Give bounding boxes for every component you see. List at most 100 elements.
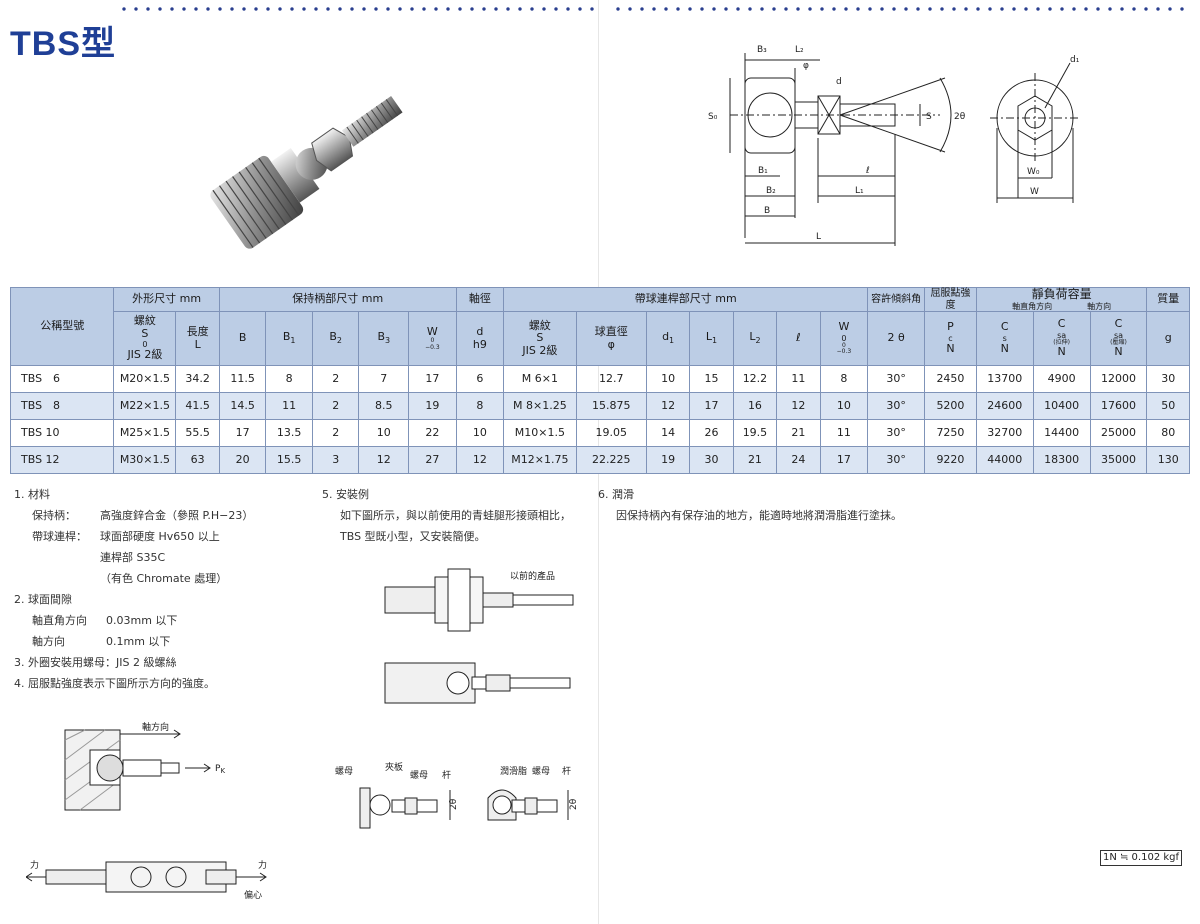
table-cell: 14.5 bbox=[218, 392, 267, 420]
th-group-outer: 外形尺寸 mm bbox=[113, 287, 220, 312]
table-cell: 2 bbox=[311, 365, 360, 393]
table-cell: 3 bbox=[311, 446, 360, 474]
table-cell: 30 bbox=[689, 446, 734, 474]
table-cell: 17 bbox=[689, 392, 734, 420]
table-cell: 11 bbox=[265, 392, 313, 420]
table-cell: 24 bbox=[776, 446, 821, 474]
note-2-title: 2. 球面間隙 bbox=[14, 593, 72, 606]
th-static-radial: 軸直角方向 bbox=[1012, 301, 1053, 311]
table-cell: 11 bbox=[819, 419, 869, 447]
table-cell: 13700 bbox=[975, 365, 1034, 393]
th-group-static: 靜負荷容量 軸直角方向 軸方向 bbox=[975, 287, 1148, 312]
note-5-line2: TBS 型既小型，又安裝簡便。 bbox=[340, 530, 486, 543]
table-cell: 4900 bbox=[1032, 365, 1091, 393]
spec-table: 公稱型號 外形尺寸 mm 保持柄部尺寸 mm 軸徑 帶球連桿部尺寸 mm 容許傾… bbox=[9, 287, 1190, 474]
table-cell: 9220 bbox=[924, 446, 977, 474]
table-cell: 30° bbox=[867, 365, 926, 393]
th-W: W 0 −0.3 bbox=[408, 311, 457, 366]
label-pk: PK bbox=[215, 764, 225, 775]
table-cell: 12 bbox=[645, 392, 691, 420]
table-cell: 12 bbox=[776, 392, 821, 420]
label-clamp: 夾板 bbox=[385, 761, 403, 773]
note-4: 4. 屈服點強度表示下圖所示方向的強度。 bbox=[14, 677, 215, 690]
table-cell: 24600 bbox=[975, 392, 1034, 420]
table-cell: M 6×1 bbox=[503, 365, 577, 393]
cell-model: TBS 12 bbox=[9, 446, 115, 474]
figure-old-product: 以前的產品 bbox=[384, 568, 574, 632]
table-cell: 5200 bbox=[924, 392, 977, 420]
label-nut-2: 螺母 bbox=[410, 770, 428, 781]
table-header-group-row: 公稱型號 外形尺寸 mm 保持柄部尺寸 mm 軸徑 帶球連桿部尺寸 mm 容許傾… bbox=[9, 287, 1190, 366]
cell-model: TBS 10 bbox=[9, 419, 115, 447]
table-cell: 21 bbox=[732, 446, 778, 474]
table-cell: 15.875 bbox=[575, 392, 647, 420]
table-cell: M25×1.5 bbox=[113, 419, 177, 447]
th-B1: B1 bbox=[265, 311, 313, 366]
table-cell: 44000 bbox=[975, 446, 1034, 474]
label-rod-1: 杆 bbox=[442, 769, 451, 781]
table-cell: 30° bbox=[867, 446, 926, 474]
table-cell: 14400 bbox=[1032, 419, 1091, 447]
th-group-rod: 帶球連桿部尺寸 mm bbox=[503, 287, 869, 312]
note-1-rod-value3: （有色 Chromate 處理） bbox=[100, 572, 228, 585]
th-rod-thread: 螺紋 S JIS 2級 bbox=[503, 311, 577, 366]
table-cell: 8 bbox=[819, 365, 869, 393]
note-1-rod-value2: 連桿部 S35C bbox=[100, 551, 166, 564]
dim-label-B2: B₂ bbox=[766, 186, 776, 196]
table-cell: 55.5 bbox=[175, 419, 220, 447]
table-cell: 20 bbox=[218, 446, 267, 474]
table-cell: M10×1.5 bbox=[503, 419, 577, 447]
dim-label-B: B bbox=[764, 206, 770, 216]
th-B3: B3 bbox=[358, 311, 410, 366]
label-axial-direction: 軸方向 bbox=[142, 721, 169, 733]
dim-label-W: W bbox=[1030, 187, 1039, 197]
note-2-axial-label: 軸方向 bbox=[32, 635, 65, 648]
table-cell: 17 bbox=[819, 446, 869, 474]
table-cell: 32700 bbox=[975, 419, 1034, 447]
table-cell: 26 bbox=[689, 419, 734, 447]
table-cell: 12000 bbox=[1089, 365, 1148, 393]
table-cell: 7 bbox=[358, 365, 410, 393]
th-ell: ℓ bbox=[776, 311, 821, 366]
dim-label-B1: B₁ bbox=[758, 166, 768, 176]
table-cell: 10 bbox=[358, 419, 410, 447]
note-3: 3. 外圈安裝用螺母：JIS 2 級螺絲 bbox=[14, 656, 177, 669]
th-L1: L1 bbox=[689, 311, 734, 366]
table-cell: 18300 bbox=[1032, 446, 1091, 474]
top-dot-border-left bbox=[118, 6, 600, 12]
table-cell: 12 bbox=[358, 446, 410, 474]
label-rod-2: 杆 bbox=[562, 765, 571, 777]
table-cell: 19 bbox=[408, 392, 457, 420]
dim-label-L2: L₂ bbox=[795, 45, 804, 55]
th-mass-unit: g bbox=[1146, 311, 1190, 366]
note-5-title: 5. 安裝例 bbox=[322, 488, 369, 501]
table-cell: 27 bbox=[408, 446, 457, 474]
label-old-product: 以前的產品 bbox=[510, 570, 555, 582]
table-cell: M 8×1.25 bbox=[503, 392, 577, 420]
dim-label-phi: φ bbox=[803, 61, 809, 71]
table-cell: 11 bbox=[776, 365, 821, 393]
table-cell: 19 bbox=[645, 446, 691, 474]
cell-model: TBS 6 bbox=[9, 365, 115, 393]
note-6-line1: 因保持柄內有保存油的地方，能適時地將潤滑脂進行塗抹。 bbox=[616, 509, 902, 522]
dim-label-S0: S₀ bbox=[708, 112, 718, 122]
note-2-radial-label: 軸直角方向 bbox=[32, 614, 87, 627]
label-nut-1: 螺母 bbox=[335, 766, 353, 777]
table-cell: 50 bbox=[1146, 392, 1190, 420]
note-2-radial-value: 0.03mm 以下 bbox=[106, 614, 178, 627]
notes-right: 6. 潤滑 因保持柄內有保存油的地方，能適時地將潤滑脂進行塗抹。 bbox=[598, 484, 1098, 526]
table-cell: 8 bbox=[455, 392, 505, 420]
table-cell: 13.5 bbox=[265, 419, 313, 447]
table-cell: 22.225 bbox=[575, 446, 647, 474]
th-group-yield: 屈服點強度 bbox=[924, 287, 977, 312]
